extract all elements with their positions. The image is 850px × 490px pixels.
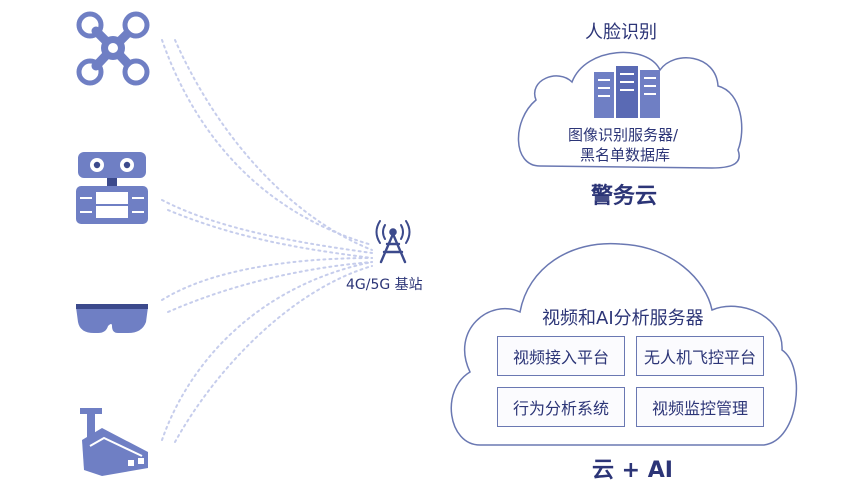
connection-line-glasses-2 [167,261,373,313]
module-video-access: 视频接入平台 [497,336,625,376]
smart-glasses-icon [76,304,148,333]
connection-line-drone [161,39,373,246]
drone-icon [76,11,150,86]
module-behavior-analysis: 行为分析系统 [497,387,625,427]
face-recognition-label: 人脸识别 [585,22,657,43]
connection-line-robot [161,199,373,254]
robot-icon [76,152,148,224]
server-rack-icon [594,66,660,118]
connection-line-camera [161,261,373,441]
module-drone-flight-control: 无人机飞控平台 [636,336,764,376]
server-description-line2: 黑名单数据库 [580,146,671,164]
base-station-label: 4G/5G 基站 [346,277,423,293]
connection-line-drone-2 [174,39,373,251]
connection-line-robot-2 [167,209,373,259]
police-cloud-title: 警务云 [591,184,658,209]
surveillance-camera-icon [80,408,148,476]
module-video-surveillance: 视频监控管理 [636,387,764,427]
ai-cloud-title: 云 + AI [592,458,673,483]
connection-line-camera-2 [174,265,373,443]
ai-server-header: 视频和AI分析服务器 [542,308,704,329]
server-description-line1: 图像识别服务器/ [568,126,679,144]
connection-lines [161,39,373,443]
connection-line-glasses [161,257,373,301]
antenna-icon [375,220,411,264]
